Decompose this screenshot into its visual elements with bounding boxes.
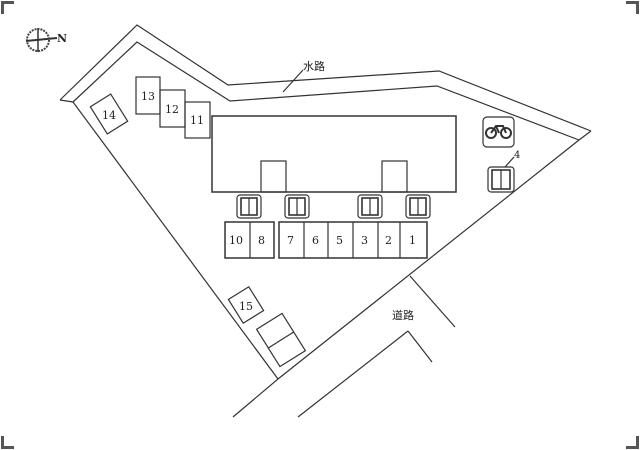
waterway-end-line <box>578 130 592 141</box>
boundary-corner-line <box>59 99 74 103</box>
property-right-boundary <box>277 139 580 380</box>
parking-label-8: 8 <box>258 234 265 247</box>
parking-label-6: 6 <box>312 234 319 247</box>
entrance-door-icon <box>284 194 310 219</box>
waterway-outer-edge <box>59 24 592 132</box>
road-edge-lower <box>297 330 409 418</box>
parking-space-11 <box>184 101 211 139</box>
entrance-door-icon <box>236 194 262 219</box>
road-edge-branch <box>409 275 456 328</box>
parking-label-14: 14 <box>102 109 116 122</box>
parking-row <box>224 221 428 259</box>
parking-label-3: 3 <box>361 234 368 247</box>
frame-corner-top-right <box>626 1 639 14</box>
parking-label-12: 12 <box>165 103 179 116</box>
road-label: 道路 <box>392 308 414 322</box>
parking-label-13: 13 <box>141 90 155 103</box>
parking-label-7: 7 <box>287 234 294 247</box>
parking-label-1: 1 <box>409 234 416 247</box>
frame-corner-bottom-right <box>626 436 639 449</box>
frame-corner-bottom-left <box>1 436 14 449</box>
property-top-boundary <box>72 41 580 141</box>
parking-label-4: 4 <box>514 150 520 161</box>
waterway-label: 水路 <box>303 60 325 73</box>
road-edge-lower-branch <box>407 330 433 363</box>
compass-north-label: N <box>57 32 67 45</box>
entrance-door-icon <box>487 166 515 193</box>
entrance-door-icon <box>357 194 383 219</box>
entrance-door-icon <box>405 194 431 219</box>
parking-label-11: 11 <box>190 114 204 127</box>
main-building <box>211 115 457 193</box>
parking-space-pair <box>255 312 307 368</box>
parking-label-10: 10 <box>229 234 243 247</box>
north-compass-icon <box>25 28 58 52</box>
parking-space-15 <box>227 285 265 325</box>
bicycle-parking-icon <box>482 116 515 148</box>
parking-label-15: 15 <box>239 300 253 313</box>
property-left-boundary <box>72 101 279 380</box>
frame-corner-top-left <box>1 1 14 14</box>
parking-label-2: 2 <box>385 234 392 247</box>
space-4-leader <box>504 156 515 168</box>
parking-label-5: 5 <box>336 234 343 247</box>
waterway-leader-line <box>282 69 304 93</box>
road-edge-upper <box>232 378 279 418</box>
parking-space-14 <box>89 93 129 135</box>
